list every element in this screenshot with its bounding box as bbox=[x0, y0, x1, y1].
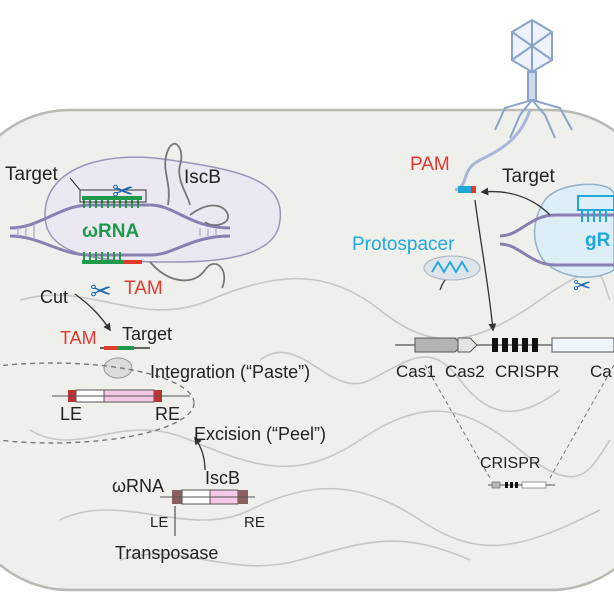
cas2-label: Cas2 bbox=[445, 362, 485, 381]
cas-complex-shape bbox=[533, 183, 614, 278]
target-label: Target bbox=[5, 164, 59, 185]
omega-rna-label-2: ωRNA bbox=[112, 476, 164, 496]
protospacer-label: Protospacer bbox=[352, 234, 455, 255]
integration-label: Integration (“Paste”) bbox=[150, 362, 310, 382]
scissors-icon: ✂ bbox=[90, 276, 112, 306]
iscb-label-2: IscB bbox=[205, 468, 240, 488]
le-label-2: LE bbox=[150, 514, 168, 531]
scissors-icon: ✂ bbox=[573, 273, 591, 298]
cut-label: Cut bbox=[40, 287, 68, 307]
target-label-right: Target bbox=[502, 166, 556, 187]
iscb-complex: ✂ ✂ bbox=[9, 143, 282, 306]
crispr-label: CRISPR bbox=[495, 362, 559, 381]
grna-label: gR bbox=[585, 230, 611, 251]
tam-label: TAM bbox=[124, 278, 163, 299]
target-label-2: Target bbox=[122, 324, 172, 344]
iscb-label: IscB bbox=[184, 167, 221, 188]
phage-icon bbox=[494, 18, 573, 139]
cas1-label: Cas1 bbox=[396, 362, 436, 381]
phage-dna bbox=[454, 109, 532, 192]
le-label: LE bbox=[60, 404, 82, 424]
crispr-small-label: CRISPR bbox=[480, 455, 540, 472]
genome-strands bbox=[19, 271, 611, 567]
cas-partial-label: Ca bbox=[590, 362, 612, 381]
re-label-2: RE bbox=[244, 514, 265, 531]
pam-label: PAM bbox=[410, 154, 450, 175]
crispr-locus bbox=[395, 337, 614, 489]
re-label: RE bbox=[155, 404, 180, 424]
tam-label-2: TAM bbox=[60, 328, 97, 348]
transposon-cycle bbox=[0, 293, 255, 536]
omega-rna-label: ωRNA bbox=[82, 221, 139, 242]
transposase-label: Transposase bbox=[115, 543, 218, 563]
excision-label: Excision (“Peel”) bbox=[194, 424, 326, 444]
scissors-icon: ✂ bbox=[112, 176, 134, 206]
